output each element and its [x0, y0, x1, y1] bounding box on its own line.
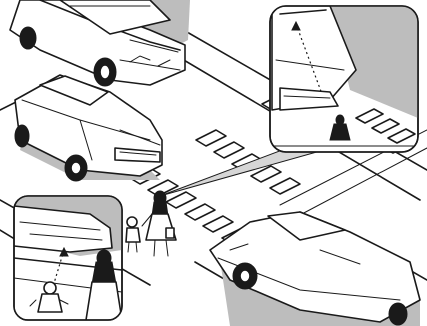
car-bottom-right: [209, 211, 421, 326]
inset-driver-view: [269, 5, 419, 153]
inset-pedestrian-view: [13, 195, 123, 321]
parked-car-middle: [14, 74, 163, 182]
mother-and-child: [125, 190, 177, 257]
parked-car-top: [9, 0, 190, 87]
